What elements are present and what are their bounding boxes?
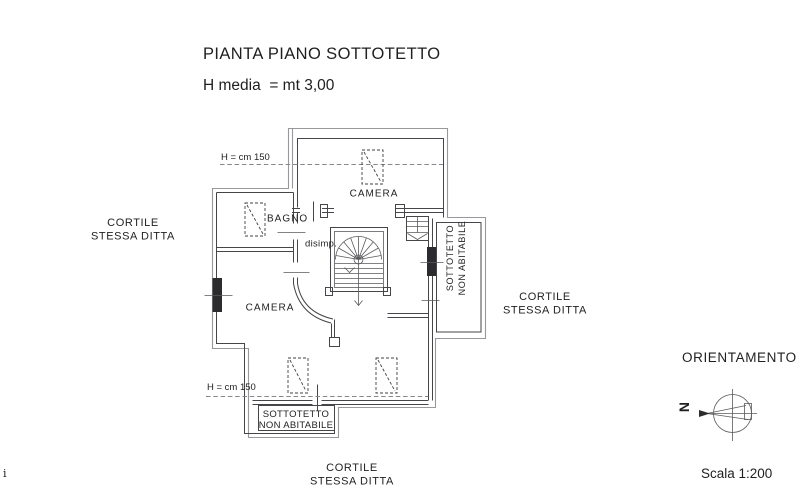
- room-label-camera-top: CAMERA: [350, 189, 399, 200]
- spiral-staircase: [325, 227, 391, 307]
- height-note-bottom: H = cm 150: [207, 382, 256, 393]
- height-note-top: H = cm 150: [221, 152, 270, 163]
- room-label-bagno: BAGNO: [267, 214, 308, 225]
- room-label-camera-left: CAMERA: [246, 303, 295, 314]
- corner-mark: i: [3, 467, 7, 480]
- compass-north-label: N: [676, 402, 692, 412]
- courtyard-bottom-line2: STESSA DITTA: [310, 476, 394, 488]
- orientation-block: ORIENTAMENTO N Scala 1:200: [676, 350, 797, 481]
- room-label-disimpegno: disimp.: [305, 239, 337, 250]
- courtyard-right-line1: CORTILE: [519, 291, 571, 303]
- window-symbols: [204, 247, 444, 312]
- interior-walls: [216, 138, 482, 434]
- orientation-title: ORIENTAMENTO: [682, 350, 797, 365]
- attic-bottom-label-line2: NON ABITABILE: [259, 420, 333, 431]
- courtyard-labels: CORTILE STESSA DITTA CORTILE STESSA DITT…: [91, 217, 587, 488]
- compass-icon: N: [676, 389, 757, 441]
- skylight-symbols: [244, 149, 398, 394]
- courtyard-left-line1: CORTILE: [107, 217, 159, 229]
- outer-perimeter: [211, 127, 487, 439]
- courtyard-left-line2: STESSA DITTA: [91, 231, 175, 243]
- scale-label: Scala 1:200: [701, 466, 772, 481]
- courtyard-bottom-line1: CORTILE: [326, 462, 378, 474]
- page-title: PIANTA PIANO SOTTOTETTO: [203, 45, 441, 63]
- steps-symbol: [406, 216, 429, 241]
- plan-labels: H = cm 150 H = cm 150 CAMERA BAGNO disim…: [207, 152, 467, 431]
- attic-bottom-label-line1: SOTTOTETTO: [263, 409, 330, 420]
- page-subtitle: H media = mt 3,00: [203, 77, 335, 94]
- title-block: PIANTA PIANO SOTTOTETTO H media = mt 3,0…: [203, 45, 441, 94]
- compass-needle-tip: [699, 410, 710, 417]
- height-lines: [206, 164, 443, 397]
- courtyard-right-line2: STESSA DITTA: [503, 305, 587, 317]
- attic-right-label-line1: SOTTOTETTO: [445, 225, 455, 291]
- attic-right-label-line2: NON ABITABILE: [457, 221, 467, 296]
